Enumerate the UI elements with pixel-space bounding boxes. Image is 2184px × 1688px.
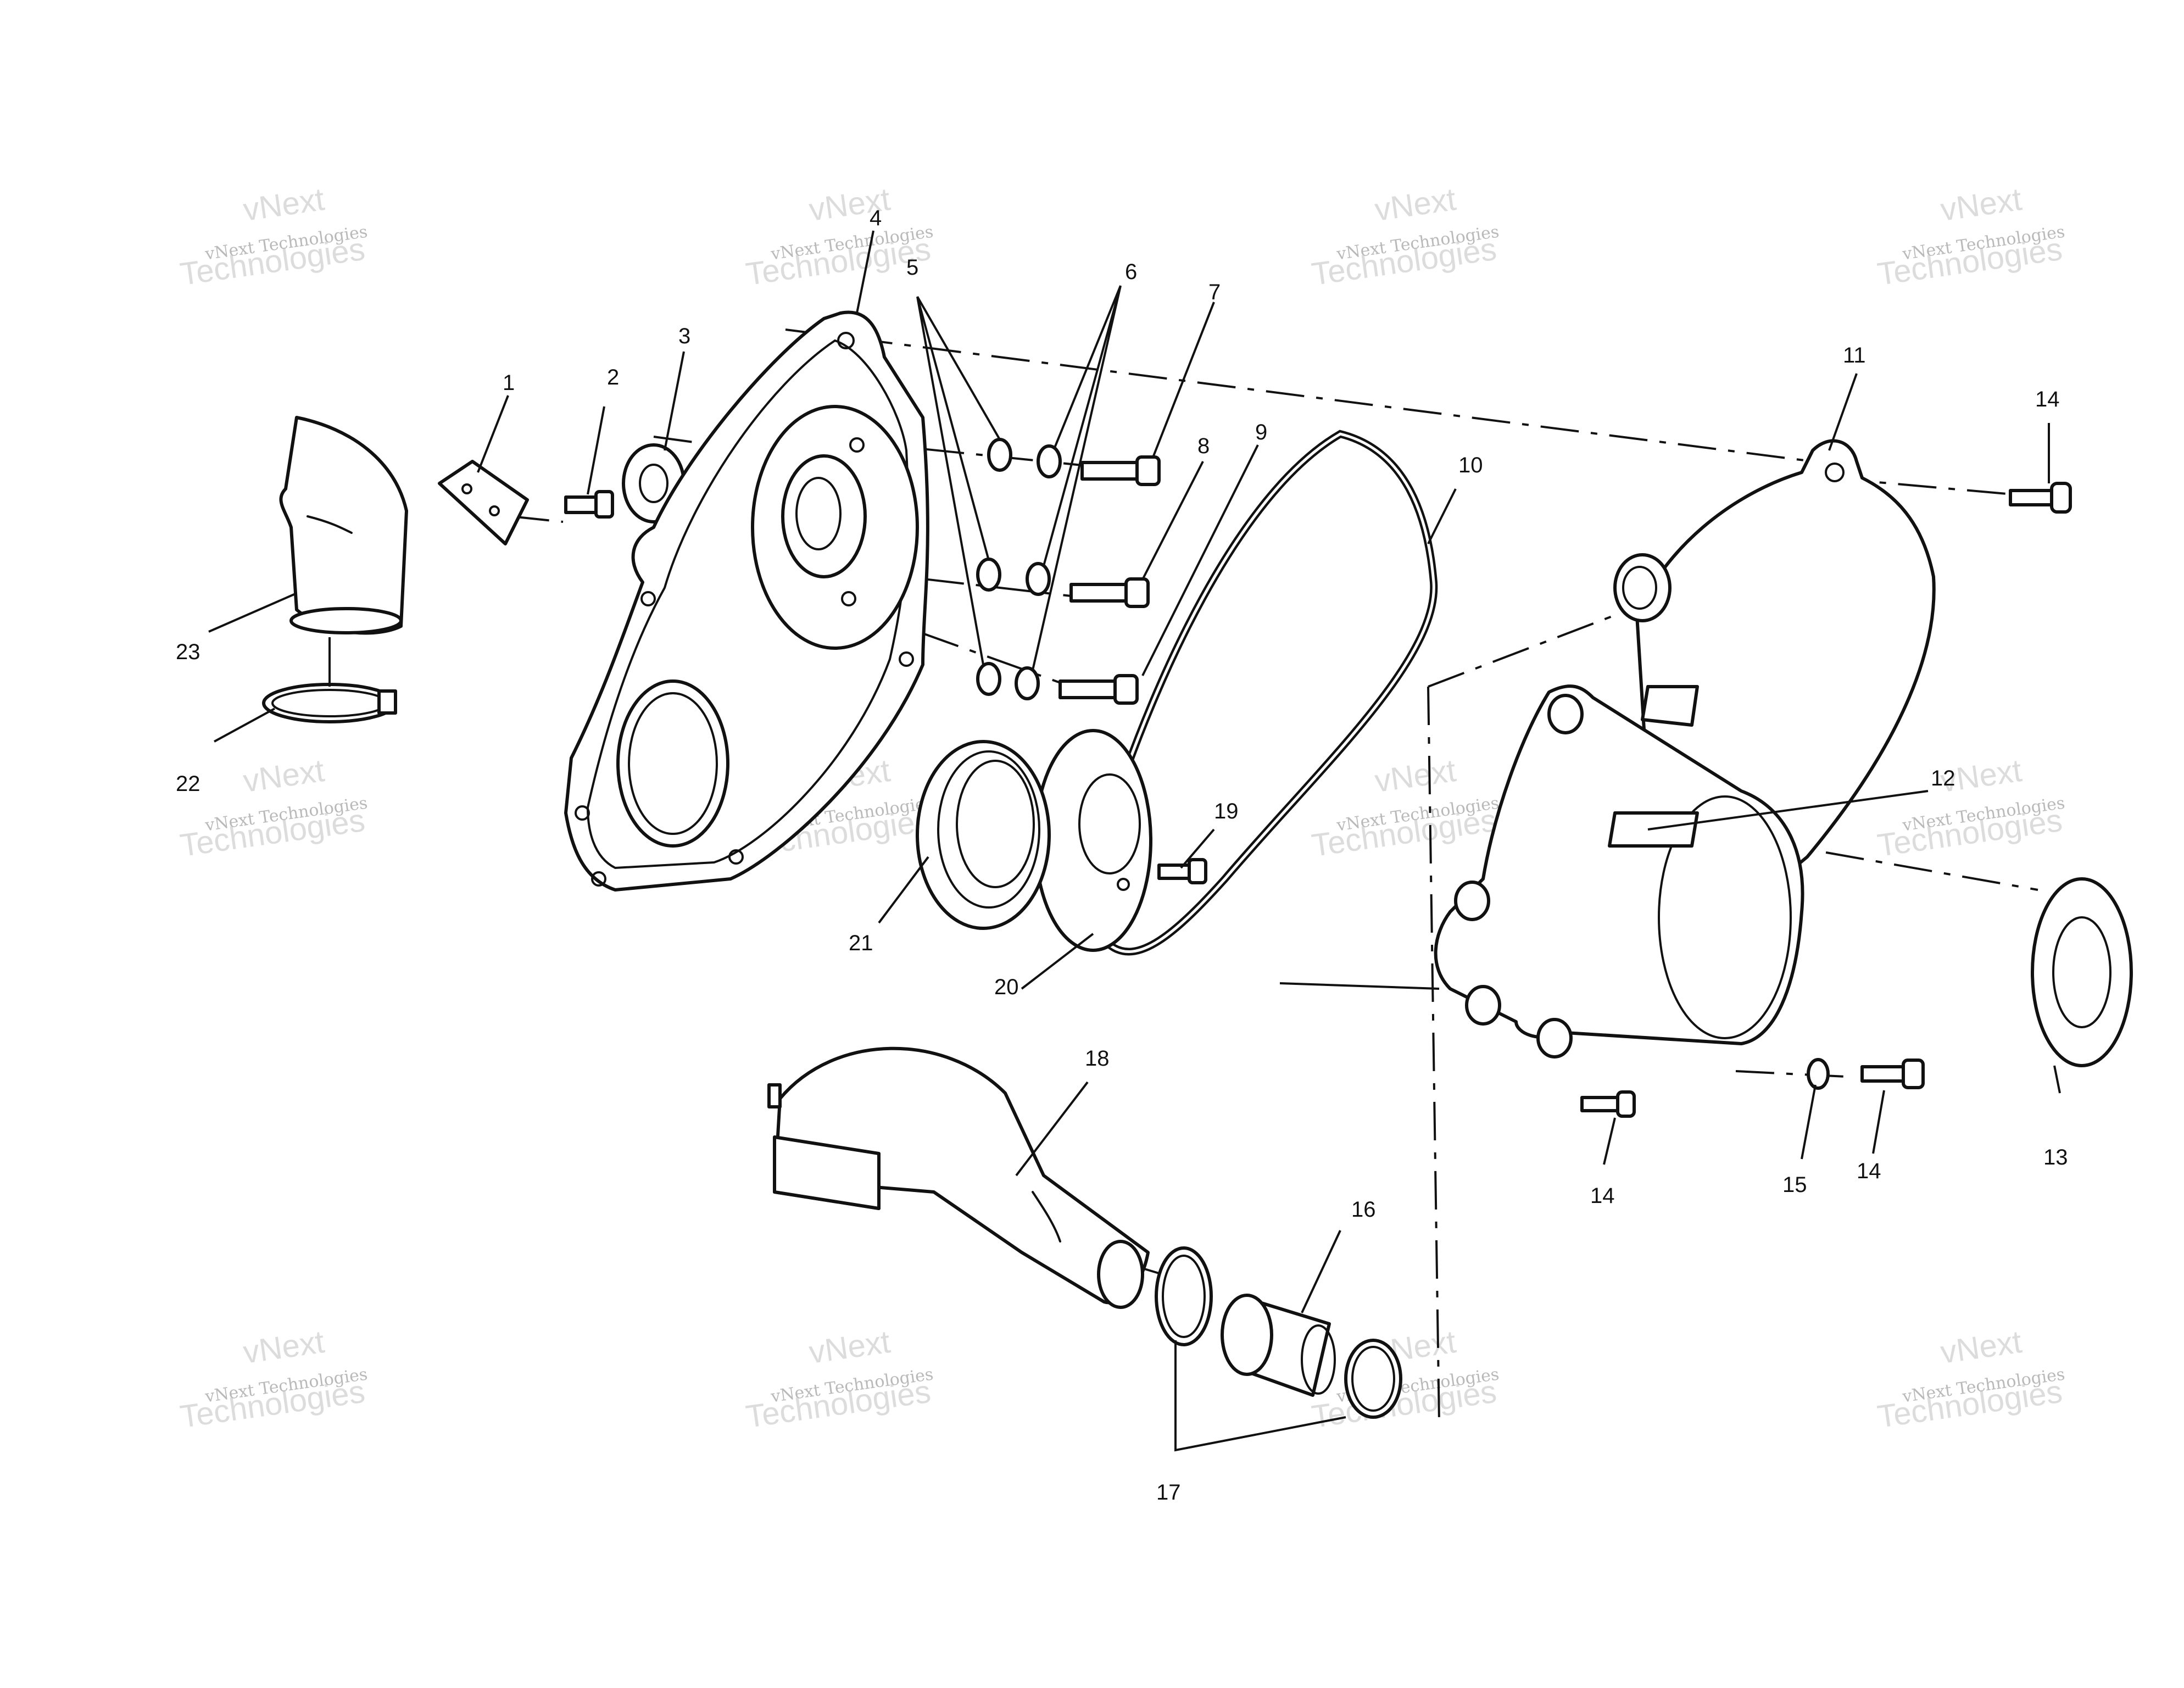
watermark-text: vNext [1373, 753, 1458, 799]
watermark-text: vNext [1938, 181, 2024, 228]
leader-line [1872, 1090, 1885, 1154]
callout-14: 14 [2035, 387, 2060, 411]
callout-17: 17 [1156, 1480, 1181, 1505]
part-15-washer [1807, 1058, 1830, 1090]
leader-line [1828, 373, 1858, 451]
callout-8: 8 [1197, 434, 1210, 458]
callout-12: 12 [1931, 766, 1955, 790]
callout-21: 21 [849, 931, 873, 955]
callout-16: 16 [1351, 1197, 1376, 1222]
leader-line [1152, 302, 1215, 456]
part-1-bracket [438, 460, 529, 545]
leader-line [214, 707, 275, 743]
part-13-gasket [2031, 877, 2133, 1067]
callout-10: 10 [1458, 453, 1483, 477]
part-9-bolt [1058, 674, 1139, 705]
watermark-text: vNext [241, 753, 327, 799]
watermark-tile: vNext Technologies vNext Technologies [1875, 753, 2066, 864]
leader-line [2053, 1065, 2061, 1094]
callout-7: 7 [1208, 280, 1221, 304]
assembly-line [856, 441, 1099, 468]
part-18-air-duct [767, 1046, 1150, 1309]
part-14-screw [2009, 482, 2072, 514]
callout-2: 2 [607, 365, 619, 389]
leader-line [878, 856, 929, 924]
leader-line [1174, 1340, 1346, 1452]
assembly-line [1427, 686, 1440, 1423]
watermark-text: vNext [1373, 181, 1458, 228]
leader-line [1603, 1117, 1616, 1165]
part-2-bolt [564, 490, 614, 519]
leader-line [1301, 1230, 1341, 1313]
callout-5: 5 [906, 255, 918, 280]
callout-14: 14 [1857, 1159, 1881, 1183]
leader-line [1141, 444, 1259, 676]
watermark-tile: vNext Technologies vNext Technologies [178, 181, 369, 292]
leader-line [1180, 828, 1215, 869]
leader-line [1427, 488, 1457, 544]
part-17-clamps [1155, 1246, 1402, 1419]
watermark-tile: vNext Technologies vNext Technologies [1875, 181, 2066, 292]
assembly-line [785, 328, 1813, 463]
callout-11: 11 [1843, 343, 1866, 367]
part-22-hose-clamp [262, 683, 397, 723]
assembly-line [1428, 614, 1615, 688]
part-8-bolt [1069, 577, 1150, 608]
callout-18: 18 [1085, 1046, 1110, 1071]
leader-line [587, 406, 605, 495]
callout-22: 22 [176, 772, 200, 796]
watermark-tile: vNext Technologies vNext Technologies [178, 753, 369, 864]
callout-9: 9 [1255, 420, 1267, 444]
watermark-text: vNext [241, 181, 327, 228]
leader-line [1015, 1081, 1089, 1177]
watermark-tile: vNext Technologies vNext Technologies [1310, 753, 1500, 864]
part-23-elbow-duct [279, 416, 408, 635]
part-4-inner-cover [564, 310, 929, 892]
leader-line [1279, 982, 1440, 990]
callout-23: 23 [176, 640, 200, 664]
watermark-text: vNext [241, 1324, 327, 1371]
leader-line [664, 351, 685, 451]
assembly-line [1757, 839, 2038, 891]
part-21-seal [916, 740, 1051, 930]
leader-line [1647, 790, 1929, 831]
callout-1: 1 [503, 371, 515, 395]
part-5-washers [976, 438, 1012, 696]
leader-line [477, 395, 509, 473]
callout-14: 14 [1590, 1184, 1615, 1208]
leader-line [1032, 285, 1122, 671]
part-16-coupler [1221, 1294, 1336, 1397]
part-7-bolt [1080, 455, 1161, 486]
watermark-tile: vNext Technologies vNext Technologies [1310, 181, 1500, 292]
callout-13: 13 [2043, 1145, 2068, 1169]
watermark-text: vNext [807, 1324, 893, 1371]
leader-line [916, 296, 1001, 665]
leader-line [1801, 1084, 1817, 1160]
part-14-screw [1860, 1059, 1925, 1089]
callout-19: 19 [1214, 799, 1239, 823]
callout-6: 6 [1125, 260, 1137, 284]
part-6-washers [1015, 444, 1062, 700]
callout-20: 20 [994, 975, 1019, 999]
leader-line [208, 592, 297, 633]
leader-lines [208, 230, 2061, 1452]
watermark-tile: vNext Technologies vNext Technologies [744, 1324, 934, 1435]
watermark-tile: vNext Technologies vNext Technologies [178, 1324, 369, 1435]
part-20-flange [1034, 729, 1152, 952]
leader-line [1141, 461, 1204, 580]
watermark-text: vNext [1938, 1324, 2024, 1371]
leader-line [1021, 933, 1094, 990]
callout-3: 3 [678, 324, 690, 348]
watermark-tile: vNext Technologies vNext Technologies [1875, 1324, 2066, 1435]
part-19-screw [1157, 858, 1207, 884]
callout-4: 4 [870, 206, 882, 230]
part-14-screw [1580, 1090, 1636, 1118]
part-10-belt [1091, 430, 1438, 956]
callout-15: 15 [1782, 1173, 1807, 1197]
callout-numbers: 1 2 3 4 5 6 7 8 9 10 11 12 13 14 14 14 1… [176, 206, 2068, 1505]
part-11-outer-cover [1434, 439, 1936, 1059]
leader-line [856, 230, 874, 314]
